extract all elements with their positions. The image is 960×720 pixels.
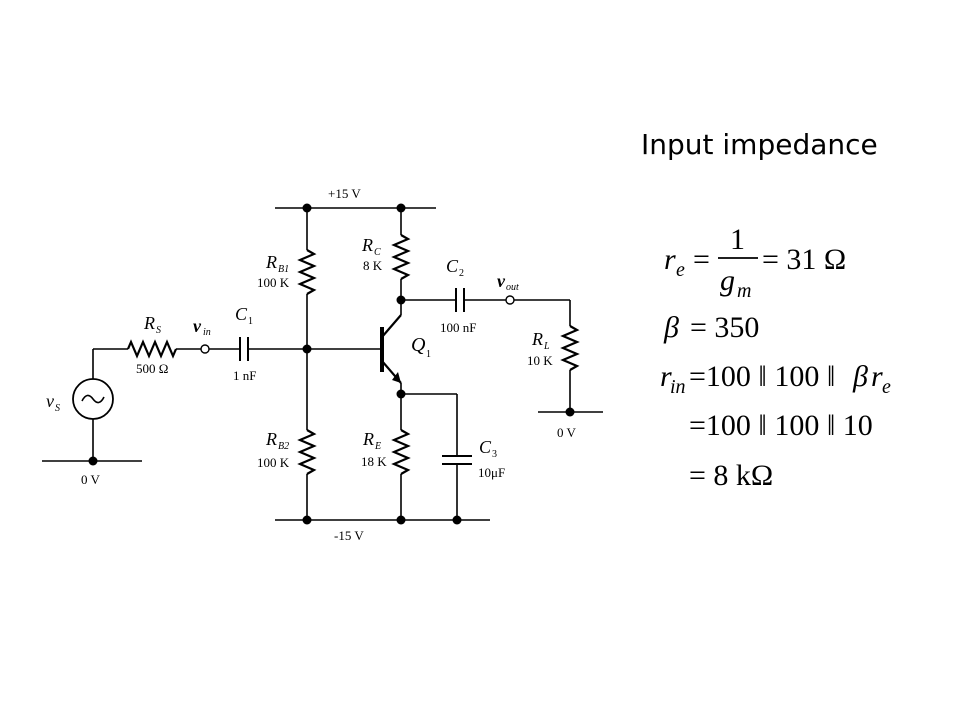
- equation-beta: β = 350: [663, 311, 759, 344]
- eq-rin-beta: β: [852, 360, 868, 393]
- eq-re-lhs-sub: e: [676, 259, 685, 281]
- rb2-bottom-node: [302, 515, 312, 525]
- eq-rin-r: r: [871, 360, 883, 393]
- c1-label-symbol: C: [235, 304, 248, 324]
- rl-label-symbol: R: [531, 329, 543, 349]
- re-label-subscript: E: [374, 441, 381, 452]
- equation-rin: r in =100 ‖ 100 ‖ β r e: [660, 360, 891, 398]
- rb1-label-symbol: R: [265, 252, 277, 272]
- rs-label-symbol: R: [143, 313, 155, 333]
- c3-label-subscript: 3: [492, 449, 497, 460]
- rs-label-subscript: S: [156, 325, 161, 336]
- rb1-label-subscript: B1: [278, 264, 289, 275]
- re-resistor: [391, 429, 411, 475]
- base-node: [302, 344, 312, 354]
- eq-beta-result: = 350: [690, 311, 759, 344]
- eq-re-denominator: g: [720, 264, 735, 297]
- q1-emitter-arrow-icon: [392, 372, 401, 383]
- vin-label-symbol: v: [193, 316, 202, 336]
- re-label-symbol: R: [362, 429, 374, 449]
- rb2-resistor: [297, 429, 317, 475]
- vin-terminal: [200, 344, 210, 354]
- equation-re: r e = 1 g m = 31 Ω: [664, 223, 846, 302]
- rs-value: 500 Ω: [136, 361, 168, 376]
- rb1-resistor: [297, 249, 317, 295]
- q1-label-subscript: 1: [426, 349, 431, 360]
- rl-resistor: [560, 325, 580, 371]
- source-ground-node: [88, 456, 98, 466]
- equation-line-4: =100 ‖ 100 ‖ 10: [689, 409, 873, 442]
- source-label-subscript: S: [55, 403, 60, 414]
- c3-value: 10μF: [478, 465, 505, 480]
- equation-line-5: = 8 kΩ: [689, 459, 773, 492]
- vout-label-subscript: out: [506, 282, 519, 293]
- eq-re-lhs: r: [664, 243, 676, 276]
- rb2-value: 100 K: [257, 455, 290, 470]
- eq-rin-lhs-sub: in: [670, 376, 686, 398]
- rl-label-subscript: L: [543, 341, 550, 352]
- eq-rin-r-sub: e: [882, 376, 891, 398]
- c2-label-symbol: C: [446, 256, 459, 276]
- negative-rail-label: -15 V: [334, 528, 364, 543]
- eq-rin-lhs: r: [660, 360, 672, 393]
- eq-re-result: = 31 Ω: [762, 243, 846, 276]
- vin-label-subscript: in: [203, 327, 211, 338]
- c3-label-symbol: C: [479, 437, 492, 457]
- rb2-label-symbol: R: [265, 429, 277, 449]
- eq-rin-rhs: =100 ‖ 100 ‖: [689, 360, 835, 393]
- rl-value: 10 K: [527, 353, 553, 368]
- source-label-symbol: v: [46, 391, 54, 411]
- rc-label-subscript: C: [374, 247, 381, 258]
- q1-label-symbol: Q: [411, 334, 426, 356]
- rc-resistor: [391, 234, 411, 280]
- q1-collector-lead: [381, 314, 402, 338]
- c1-value: 1 nF: [233, 368, 256, 383]
- eq-re-numerator: 1: [730, 223, 745, 256]
- re-bottom-node: [396, 515, 406, 525]
- c1-label-subscript: 1: [248, 316, 253, 327]
- load-ground-node: [565, 407, 575, 417]
- c2-value: 100 nF: [440, 320, 476, 335]
- rc-value: 8 K: [363, 258, 383, 273]
- rb2-label-subscript: B2: [278, 441, 289, 452]
- slide-title: Input impedance: [641, 128, 878, 161]
- rb1-value: 100 K: [257, 275, 290, 290]
- vout-terminal: [505, 295, 515, 305]
- source-ground-label: 0 V: [81, 472, 101, 487]
- c2-label-subscript: 2: [459, 268, 464, 279]
- positive-rail-label: +15 V: [328, 186, 361, 201]
- eq-re-denominator-sub: m: [737, 280, 751, 302]
- sine-wave-icon: [81, 394, 105, 404]
- eq-beta-lhs: β: [663, 311, 679, 344]
- load-ground-label: 0 V: [557, 425, 577, 440]
- c3-bottom-node: [452, 515, 462, 525]
- re-value: 18 K: [361, 454, 387, 469]
- rs-resistor: [126, 339, 178, 359]
- vout-label-symbol: v: [497, 271, 506, 291]
- eq-re-equals: =: [693, 243, 710, 276]
- rc-label-symbol: R: [361, 235, 373, 255]
